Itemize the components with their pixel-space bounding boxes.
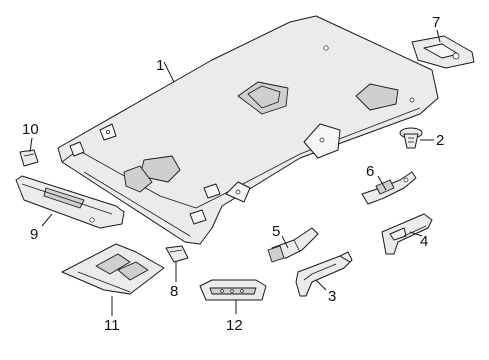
callout-12: 12 [226, 317, 243, 334]
sun-visor-part [15, 175, 125, 229]
leader-1 [163, 61, 175, 83]
leader-7 [436, 29, 441, 43]
hook-bracket-part [361, 171, 417, 205]
callout-8: 8 [170, 283, 178, 300]
callout-9: 9 [30, 226, 38, 243]
bracket-part [267, 227, 319, 263]
callout-10: 10 [22, 121, 39, 138]
trim-cover-part [411, 35, 475, 69]
leader-6 [377, 175, 387, 191]
leader-lines [29, 29, 441, 316]
callout-3: 3 [328, 288, 336, 305]
leader-9 [41, 213, 53, 227]
leader-10 [29, 137, 33, 153]
console-cover-part [61, 243, 165, 295]
grab-handle-front-part [295, 251, 353, 297]
callout-5: 5 [272, 223, 280, 240]
small-clip-part [165, 245, 189, 263]
headliner-part [57, 15, 439, 245]
visor-clip-part [19, 149, 39, 167]
leader-5 [281, 235, 289, 249]
leader-4 [409, 231, 423, 237]
callout-2: 2 [436, 132, 444, 149]
callout-6: 6 [366, 163, 374, 180]
callout-1: 1 [156, 57, 164, 74]
callout-11: 11 [104, 317, 120, 334]
callout-7: 7 [432, 14, 440, 31]
callout-labels: 1 2 3 4 5 6 7 8 9 10 11 12 [22, 14, 444, 334]
dome-lamp-part [199, 279, 267, 301]
grab-handle-rear-part [381, 213, 433, 255]
leader-3 [315, 279, 327, 291]
clip-part [399, 127, 423, 149]
callout-4: 4 [420, 233, 428, 250]
